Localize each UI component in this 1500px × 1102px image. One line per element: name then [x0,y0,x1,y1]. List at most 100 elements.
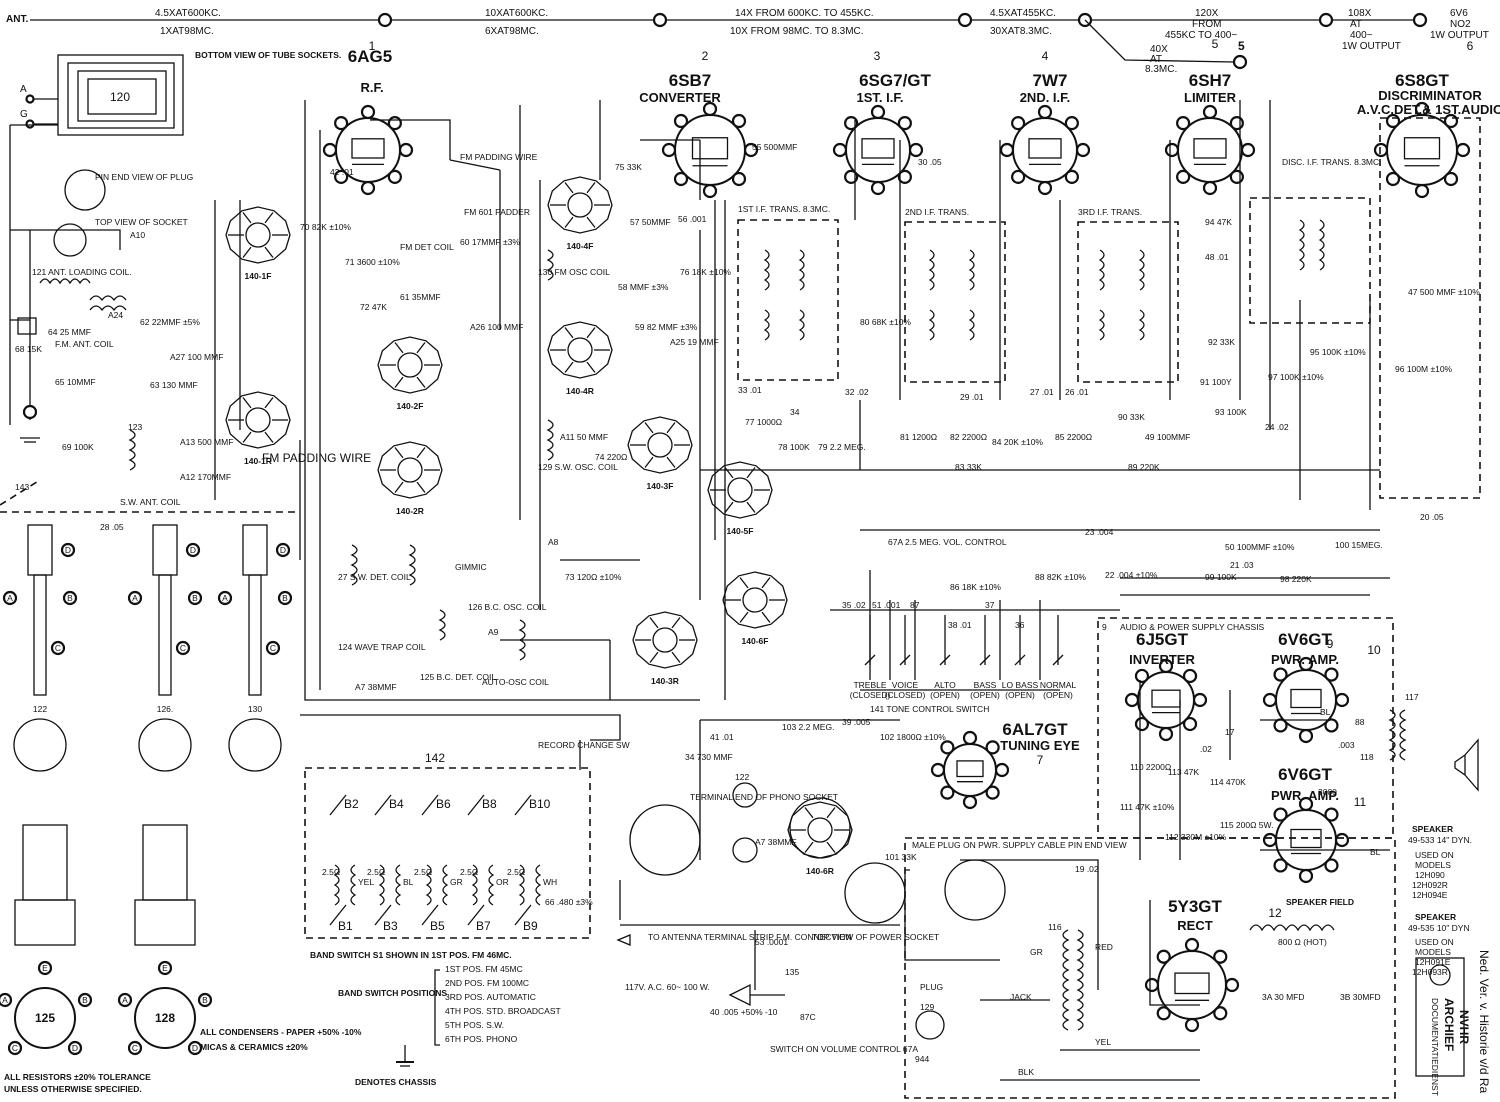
gain-node [1232,54,1248,70]
pin-letter: E [162,963,168,973]
tube-pin [897,169,912,184]
tube-pin [897,116,912,131]
if-trans-disc: DISC. I.F. TRANS. 8.3MC. [1282,157,1382,167]
gain-6d: 1W OUTPUT [1342,41,1401,52]
gain-node [1318,12,1334,28]
wafer-switch-140-3F: 140-3F [627,416,693,491]
tone-switch: TREBLE(CLOSED)VOICE(CLOSED)ALTO(OPEN)BAS… [850,615,1077,700]
c40: 40 .005 +50% -10 [710,1007,778,1017]
tube-type: 6SG7/GT [859,71,931,90]
tube-number: 1 [369,39,376,53]
tube-plate [956,760,984,778]
r114: 114 470K [1210,777,1246,787]
stamp-side: Ned. Ver. v. Historie v/d Ra [1477,950,1491,1093]
tube-type: 5Y3GT [1168,897,1222,916]
wire-bl-2: BL [1370,847,1381,857]
pin-letter: B [82,995,88,1005]
phono-n138: A7 38MMF [755,837,797,847]
tube-pin [832,142,848,158]
pin-letter: E [42,963,48,973]
tone-position-1: VOICE(CLOSED) [885,615,925,700]
male-plug: MALE PLUG ON PWR. SUPPLY CABLE PIN END V… [912,840,1127,850]
band-top-label: B10 [529,797,551,811]
fm-padding-wire-2: FM PADDING WIRE [460,152,538,162]
r89: 89 220K [1128,462,1160,472]
tone-label-name: NORMAL [1040,680,1077,690]
note-chassis: DENOTES CHASSIS [355,1077,437,1087]
c30: 30 .05 [918,157,942,167]
a27: A27 100 MMF [170,352,223,362]
r102: 102 1800Ω ±10% [880,732,946,742]
tube-pin [1298,868,1314,884]
tube-number: 4 [1042,49,1049,63]
band-wire-color: WH [543,877,557,887]
tube-pin [1164,142,1180,158]
c53: 53 .0001 [755,937,788,947]
tone-label-state: (CLOSED) [850,690,891,700]
tube-pin [1156,1006,1171,1021]
tube-pin [1385,171,1401,187]
tube-pin [1182,716,1198,732]
trimmer-can [142,824,188,901]
tube-pin [1213,1006,1228,1021]
spk1-1: 49-533 14" DYN. [1408,835,1472,845]
tube-pin [1298,656,1314,672]
tone-section: 20 .05 23 .004 22 .004 ±10% 50 100MMF ±1… [842,512,1444,714]
gain-node [957,12,973,28]
wafer-label: 140-3R [651,676,679,686]
pin-letter: C [132,1043,138,1053]
wafer-label: 140-1F [245,271,272,281]
tube-pin [334,116,349,131]
wafer-switch-140-4R: 140-4R [547,321,613,396]
tube-pin [1064,169,1079,184]
tube-plate [351,138,385,159]
if-can-3 [1077,221,1179,383]
wafer-rotor [397,352,423,378]
r78: 78 100K [778,442,810,452]
sw-ant-coil: S.W. ANT. COIL [120,497,181,507]
tube-number: 2 [702,49,709,63]
tube-pin [994,762,1010,778]
tube-pin [1455,142,1471,158]
record-change: RECORD CHANGE SW [538,740,630,750]
speaker-icon [1454,738,1479,792]
notes: ALL RESISTORS ±20% TOLERANCE UNLESS OTHE… [4,1027,437,1094]
tone-label: 141 TONE CONTROL SWITCH [870,704,989,714]
tube-pin [1334,692,1350,708]
audio-chassis: AUDIO & POWER SUPPLY CHASSIS 9 110 2200Ω… [904,617,1479,1099]
n144: 944 [915,1054,929,1064]
r103: 103 2.2 MEG. [782,722,834,732]
left-components: 68 15K 69 100K 65 10MMF 64 25 MMF 62 22M… [15,230,233,532]
band-pos-5: 5TH POS. S.W. [445,1020,504,1030]
wafer-rotor [567,192,593,218]
wafer-switch-140-6R: 140-6R [787,801,853,876]
band-bottom-label: B5 [430,919,445,933]
coil-form-base [228,718,282,772]
wafer-rotor [807,817,833,843]
r94: 94 47K [1205,217,1232,227]
tube-pin [360,104,376,120]
c57: 57 50MMF [630,217,671,227]
jack-label: JACK [1010,992,1032,1002]
tube-pin [1262,832,1278,848]
wiring [214,100,1390,1081]
gain-node [1412,12,1428,28]
tube-role: 1ST. I.F. [857,90,904,105]
wafer-switch-140-2R: 140-2R [377,441,443,516]
stamp-archief: ARCHIEF [1442,998,1456,1051]
wafer-label: 140-4R [566,386,594,396]
c16: .02 [1200,744,1212,754]
spk1-6: 12H094E [1412,890,1448,900]
band-ohm: 2.5Ω [460,867,478,877]
tube-number: 3 [874,49,881,63]
band-wire-color: GR [450,877,463,887]
r91: 91 100Y [1200,377,1232,387]
tube-pin [1224,977,1240,993]
coil-126: 126 B.C. OSC. COIL [468,602,547,612]
spk2-3: MODELS [1415,947,1451,957]
tube-pin [1037,104,1053,120]
